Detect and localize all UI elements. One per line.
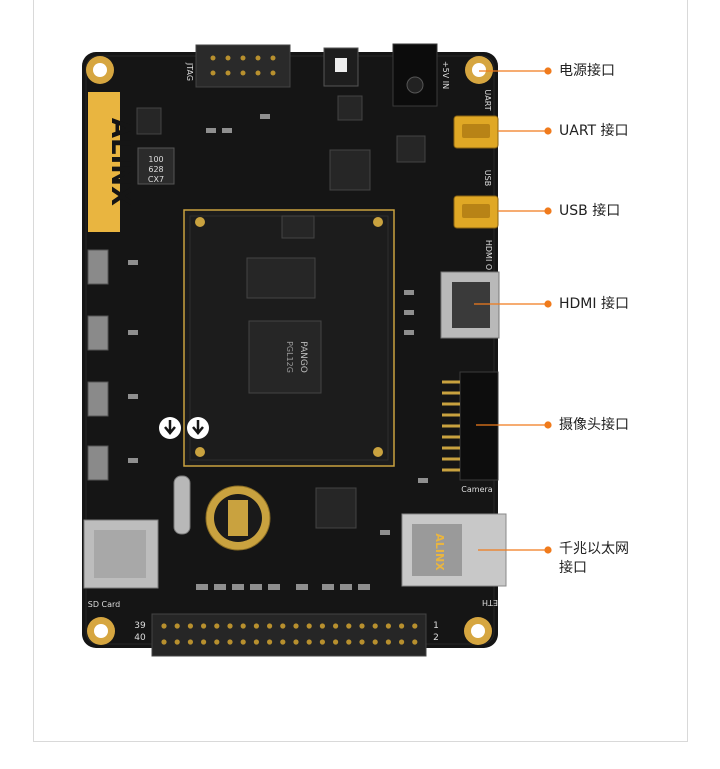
mounting-hole-icon — [86, 56, 493, 645]
arrow-down-icon — [159, 417, 209, 439]
flash-chip — [281, 215, 315, 239]
gpio-40pin-header — [151, 613, 427, 657]
gpio-pin — [174, 639, 180, 645]
gpio-pin — [333, 639, 339, 645]
gpio-pin — [359, 623, 365, 629]
jtag-header — [195, 44, 291, 88]
callout-leader-lines — [474, 67, 552, 554]
fpga-brand-text: PANGO — [298, 341, 308, 373]
inductor — [137, 147, 175, 185]
camera-silk-label: Camera — [461, 485, 492, 494]
usb-silk-label: USB — [483, 170, 492, 186]
gpio-pin — [372, 623, 378, 629]
gpio-pin — [293, 639, 299, 645]
pin-1-label: 1 — [433, 621, 439, 631]
eth-silk-label: ETH — [482, 598, 498, 607]
callout-usb: USB 接口 — [559, 203, 621, 219]
gpio-pin — [240, 623, 246, 629]
ddr-chip — [246, 257, 316, 299]
gpio-pin — [174, 623, 180, 629]
callout-power: 电源接口 — [559, 63, 615, 79]
gpio-pin — [372, 639, 378, 645]
chip — [396, 135, 426, 163]
gpio-pin — [267, 639, 273, 645]
callout-hdmi: HDMI 接口 — [559, 296, 629, 312]
gpio-pin — [280, 623, 286, 629]
gpio-pins — [161, 623, 418, 645]
callout-uart: UART 接口 — [559, 123, 629, 139]
power-in-silk-label: +5V IN — [441, 61, 450, 89]
camera-header — [459, 371, 499, 481]
chip — [337, 95, 363, 121]
gpio-pin — [240, 639, 246, 645]
gpio-pin — [253, 639, 259, 645]
gpio-pin — [161, 639, 167, 645]
gpio-pin — [187, 623, 193, 629]
sd-card-silk-label: SD Card — [88, 600, 121, 609]
gpio-pin — [293, 623, 299, 629]
gpio-pin — [346, 639, 352, 645]
gpio-pin — [227, 639, 233, 645]
usb-uart-chip — [329, 149, 371, 191]
callout-ethernet: 千兆以太网 接口 — [559, 541, 629, 576]
gpio-pin — [385, 623, 391, 629]
pin-39-label: 39 — [134, 621, 146, 631]
fpga-part-text: PGL12G — [285, 341, 294, 373]
push-button-icon — [87, 249, 109, 481]
gpio-pin — [399, 639, 405, 645]
svg-text:628: 628 — [148, 165, 163, 174]
gpio-pin — [346, 623, 352, 629]
gpio-pin — [306, 623, 312, 629]
gpio-pin — [201, 623, 207, 629]
gpio-pin — [201, 639, 207, 645]
pin-2-label: 2 — [433, 633, 439, 643]
gpio-pin — [412, 623, 418, 629]
gpio-pin — [385, 639, 391, 645]
gpio-pin — [214, 623, 220, 629]
gpio-pin — [187, 639, 193, 645]
gpio-pin — [319, 623, 325, 629]
crystal — [173, 475, 191, 535]
gpio-pin — [319, 639, 325, 645]
callout-camera: 摄像头接口 — [559, 417, 629, 433]
fpga-chip — [248, 320, 322, 394]
gpio-pin — [333, 623, 339, 629]
gpio-pin — [267, 623, 273, 629]
gpio-pin — [412, 639, 418, 645]
gpio-pin — [214, 639, 220, 645]
gpio-pin — [280, 639, 286, 645]
chip — [136, 107, 162, 135]
gpio-pin — [161, 623, 167, 629]
brand-logo — [88, 92, 120, 232]
jtag-silk-label: JTAG — [185, 62, 194, 81]
gpio-pin — [306, 639, 312, 645]
brand-logo-text: ALINX — [105, 118, 135, 206]
gpio-pin — [227, 623, 233, 629]
gpio-pin — [399, 623, 405, 629]
gpio-pin — [253, 623, 259, 629]
hdmi-silk-label: HDMI O — [484, 240, 493, 270]
uart-silk-label: UART — [483, 89, 492, 110]
svg-text:100: 100 — [148, 155, 163, 164]
content-frame — [33, 0, 688, 742]
gpio-pin — [359, 639, 365, 645]
svg-text:CX7: CX7 — [148, 175, 164, 184]
dc-power-jack — [392, 43, 438, 107]
phy-chip — [315, 487, 357, 529]
svg-text:ALINX: ALINX — [433, 533, 446, 571]
pin-40-label: 40 — [134, 633, 146, 643]
